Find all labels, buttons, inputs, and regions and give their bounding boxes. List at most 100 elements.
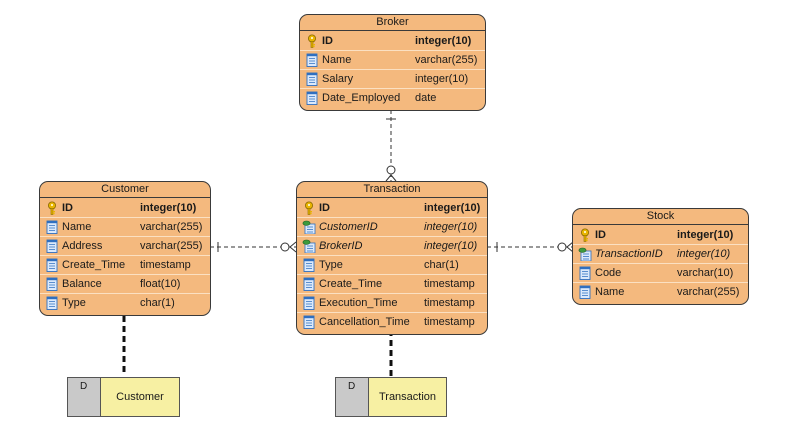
column-type: integer(10) [424, 221, 478, 233]
column-name: Name [322, 54, 352, 66]
column-name: ID [322, 35, 333, 47]
column-row[interactable]: Code varchar(10) [573, 264, 748, 283]
column-type: float(10) [140, 278, 181, 290]
primary-key-icon [302, 201, 316, 215]
foreign-key-icon [578, 247, 592, 262]
data-store-transaction[interactable]: D Transaction [335, 377, 447, 417]
primary-key-icon [305, 34, 319, 48]
column-type: timestamp [140, 259, 191, 271]
column-icon [305, 72, 319, 86]
column-name: Salary [322, 73, 354, 85]
crowfoot [390, 174, 397, 182]
column-type: char(1) [140, 297, 175, 309]
data-store-label: Transaction [378, 391, 437, 403]
zero-mark [280, 242, 290, 252]
column-type: integer(10) [415, 73, 469, 85]
column-row[interactable]: Type char(1) [40, 294, 210, 312]
column-type: integer(10) [424, 240, 478, 252]
column-row[interactable]: ID integer(10) [300, 32, 485, 51]
entity-title: Customer [40, 182, 210, 198]
column-row[interactable]: Create_Time timestamp [40, 256, 210, 275]
column-name: Type [62, 297, 86, 309]
column-row[interactable]: Date_Employed date [300, 89, 485, 107]
data-store-id: D [68, 378, 101, 416]
column-name: TransactionID [595, 248, 663, 260]
column-name: BrokerID [319, 240, 363, 252]
column-name: Create_Time [319, 278, 383, 290]
column-name: ID [595, 229, 606, 241]
column-row[interactable]: Create_Time timestamp [297, 275, 487, 294]
data-store-customer[interactable]: D Customer [67, 377, 180, 417]
column-row[interactable]: BrokerID integer(10) [297, 237, 487, 256]
primary-key-icon [45, 201, 59, 215]
column-name: ID [62, 202, 73, 214]
column-row[interactable]: Address varchar(255) [40, 237, 210, 256]
column-name: Name [62, 221, 92, 233]
column-icon [302, 258, 316, 272]
transaction-entity[interactable]: Transaction ID integer(10) CustomerID integ… [296, 181, 488, 335]
column-row[interactable]: Salary integer(10) [300, 70, 485, 89]
column-row[interactable]: TransactionID integer(10) [573, 245, 748, 264]
column-type: varchar(255) [140, 240, 203, 252]
crowfoot [385, 174, 392, 182]
broker-entity[interactable]: Broker ID integer(10) Name varchar(255) Sala… [299, 14, 486, 111]
column-name: Execution_Time [319, 297, 398, 309]
column-icon [45, 258, 59, 272]
column-row[interactable]: CustomerID integer(10) [297, 218, 487, 237]
column-row[interactable]: Balance float(10) [40, 275, 210, 294]
column-icon [45, 220, 59, 234]
column-name: Balance [62, 278, 102, 290]
zero-mark [386, 165, 396, 175]
column-name: ID [319, 202, 330, 214]
column-name: Date_Employed [322, 92, 401, 104]
foreign-key-icon [302, 239, 316, 254]
column-type: date [415, 92, 437, 104]
column-icon [45, 296, 59, 310]
column-type: varchar(255) [415, 54, 478, 66]
data-store-label: Customer [116, 391, 164, 403]
data-store-id: D [336, 378, 369, 416]
column-row[interactable]: Name varchar(255) [300, 51, 485, 70]
entity-title: Stock [573, 209, 748, 225]
column-icon [578, 285, 592, 299]
column-row[interactable]: ID integer(10) [297, 199, 487, 218]
column-name: Address [62, 240, 103, 252]
foreign-key-icon [302, 220, 316, 235]
column-type: integer(10) [677, 248, 731, 260]
column-name: Type [319, 259, 343, 271]
column-type: timestamp [424, 278, 475, 290]
column-type: integer(10) [424, 202, 481, 214]
entity-title: Transaction [297, 182, 487, 198]
column-name: Cancellation_Time [319, 316, 410, 328]
column-type: char(1) [424, 259, 459, 271]
column-name: Create_Time [62, 259, 126, 271]
column-name: CustomerID [319, 221, 378, 233]
crowfoot [289, 246, 297, 253]
column-icon [302, 277, 316, 291]
column-icon [578, 266, 592, 280]
column-type: varchar(10) [677, 267, 734, 279]
entity-title: Broker [300, 15, 485, 31]
column-icon [45, 239, 59, 253]
column-list: ID integer(10) Name varchar(255) Salary integ… [300, 31, 485, 110]
column-icon [45, 277, 59, 291]
column-row[interactable]: Cancellation_Time timestamp [297, 313, 487, 331]
column-row[interactable]: Execution_Time timestamp [297, 294, 487, 313]
column-icon [302, 296, 316, 310]
column-type: timestamp [424, 297, 475, 309]
column-icon [305, 53, 319, 67]
column-type: integer(10) [415, 35, 472, 47]
column-type: timestamp [424, 316, 475, 328]
column-name: Code [595, 267, 622, 279]
column-row[interactable]: Type char(1) [297, 256, 487, 275]
